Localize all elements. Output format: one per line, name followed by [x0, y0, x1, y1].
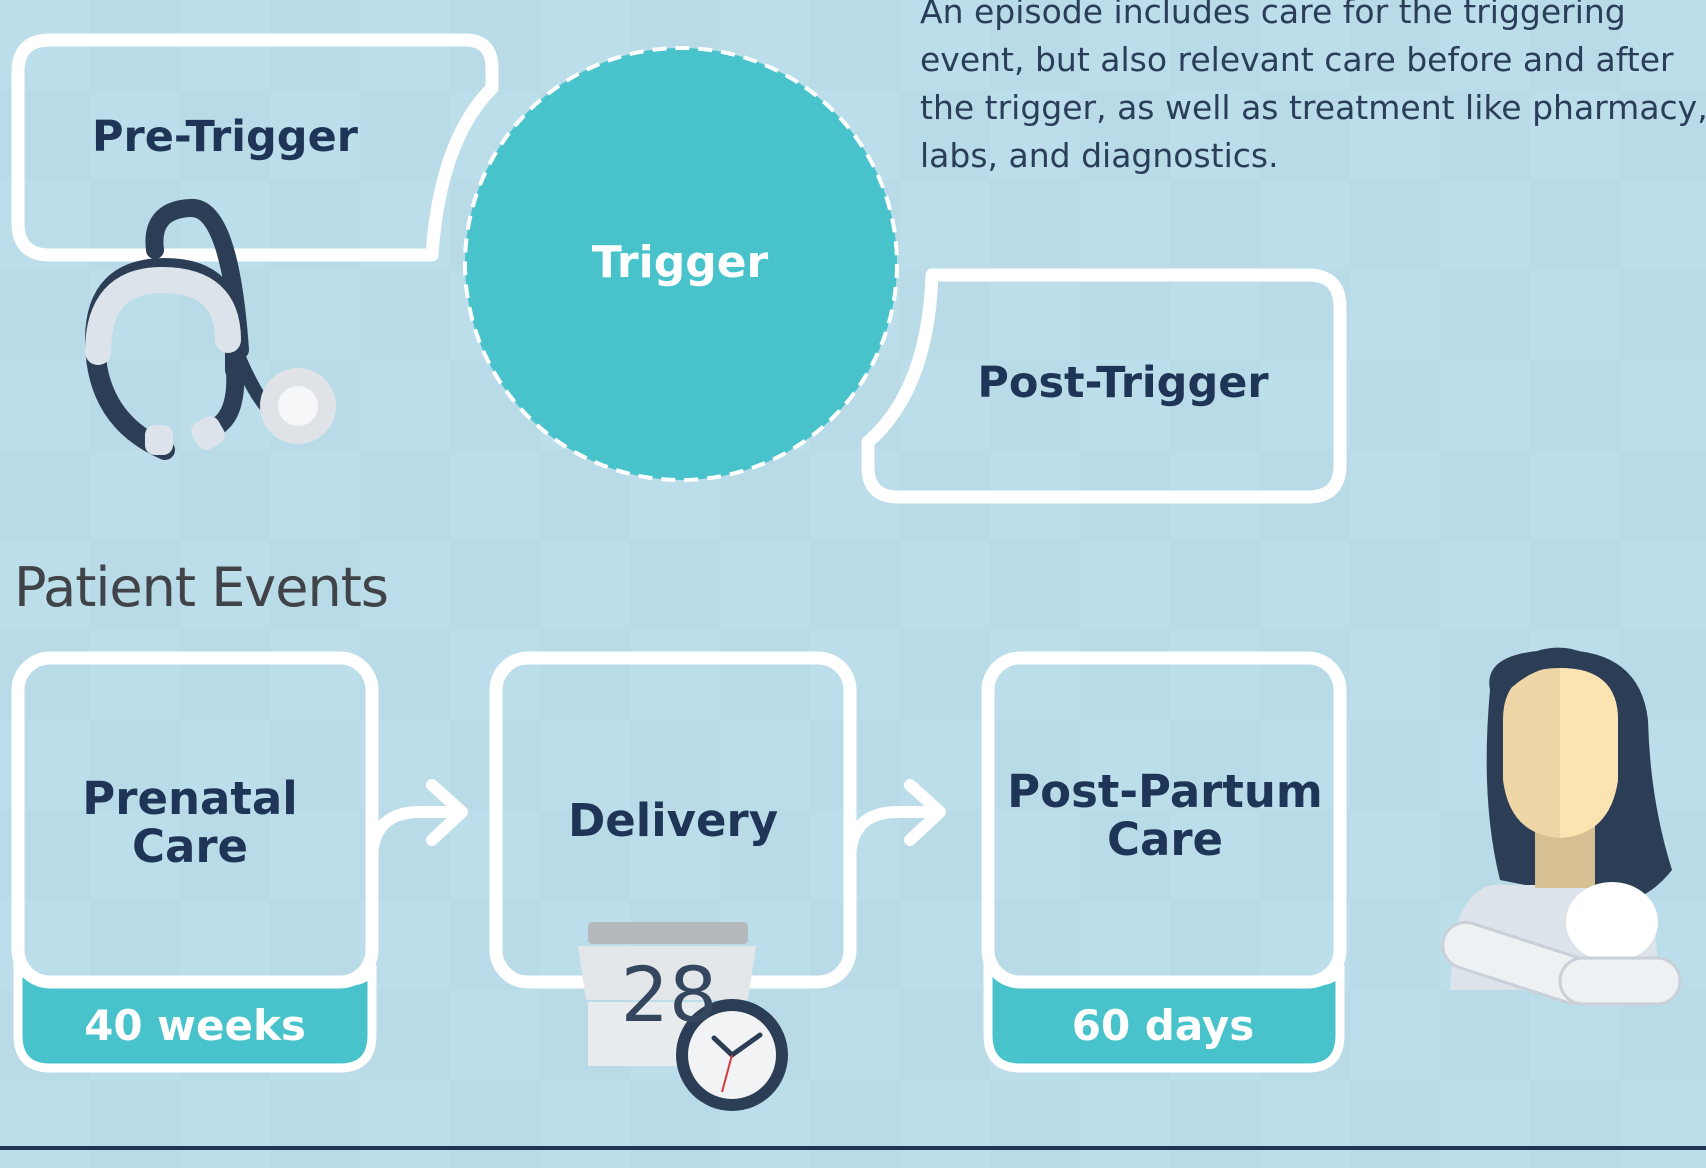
stethoscope-icon: [84, 199, 336, 460]
delivery-label: Delivery: [567, 794, 779, 847]
arrow-prenatal-to-delivery: [366, 779, 468, 886]
section-title: Patient Events: [14, 556, 389, 619]
pre-trigger-label: Pre-Trigger: [92, 112, 358, 162]
arrow-delivery-to-postpartum: [844, 779, 946, 886]
calendar-day: 28: [620, 950, 718, 1039]
footer-divider: [0, 1146, 1706, 1150]
postpartum-duration: 60 days: [1071, 1001, 1255, 1050]
postpartum-label: Post-Partum Care: [1007, 765, 1323, 866]
trigger-label: Trigger: [591, 237, 769, 288]
prenatal-duration: 40 weeks: [84, 1001, 306, 1050]
pre-trigger-bubble: [11, 33, 499, 262]
prenatal-label: Prenatal Care: [82, 772, 298, 873]
episode-description: An episode includes care for the trigger…: [920, 0, 1706, 175]
post-trigger-label: Post-Trigger: [977, 358, 1269, 408]
postpartum-box: [981, 651, 1347, 1073]
calendar-clock-icon: [578, 922, 788, 1111]
prenatal-box: [11, 651, 379, 1073]
post-trigger-bubble: [861, 268, 1347, 504]
trigger-circle: [463, 46, 899, 482]
mother-baby-icon: [1441, 647, 1682, 1006]
